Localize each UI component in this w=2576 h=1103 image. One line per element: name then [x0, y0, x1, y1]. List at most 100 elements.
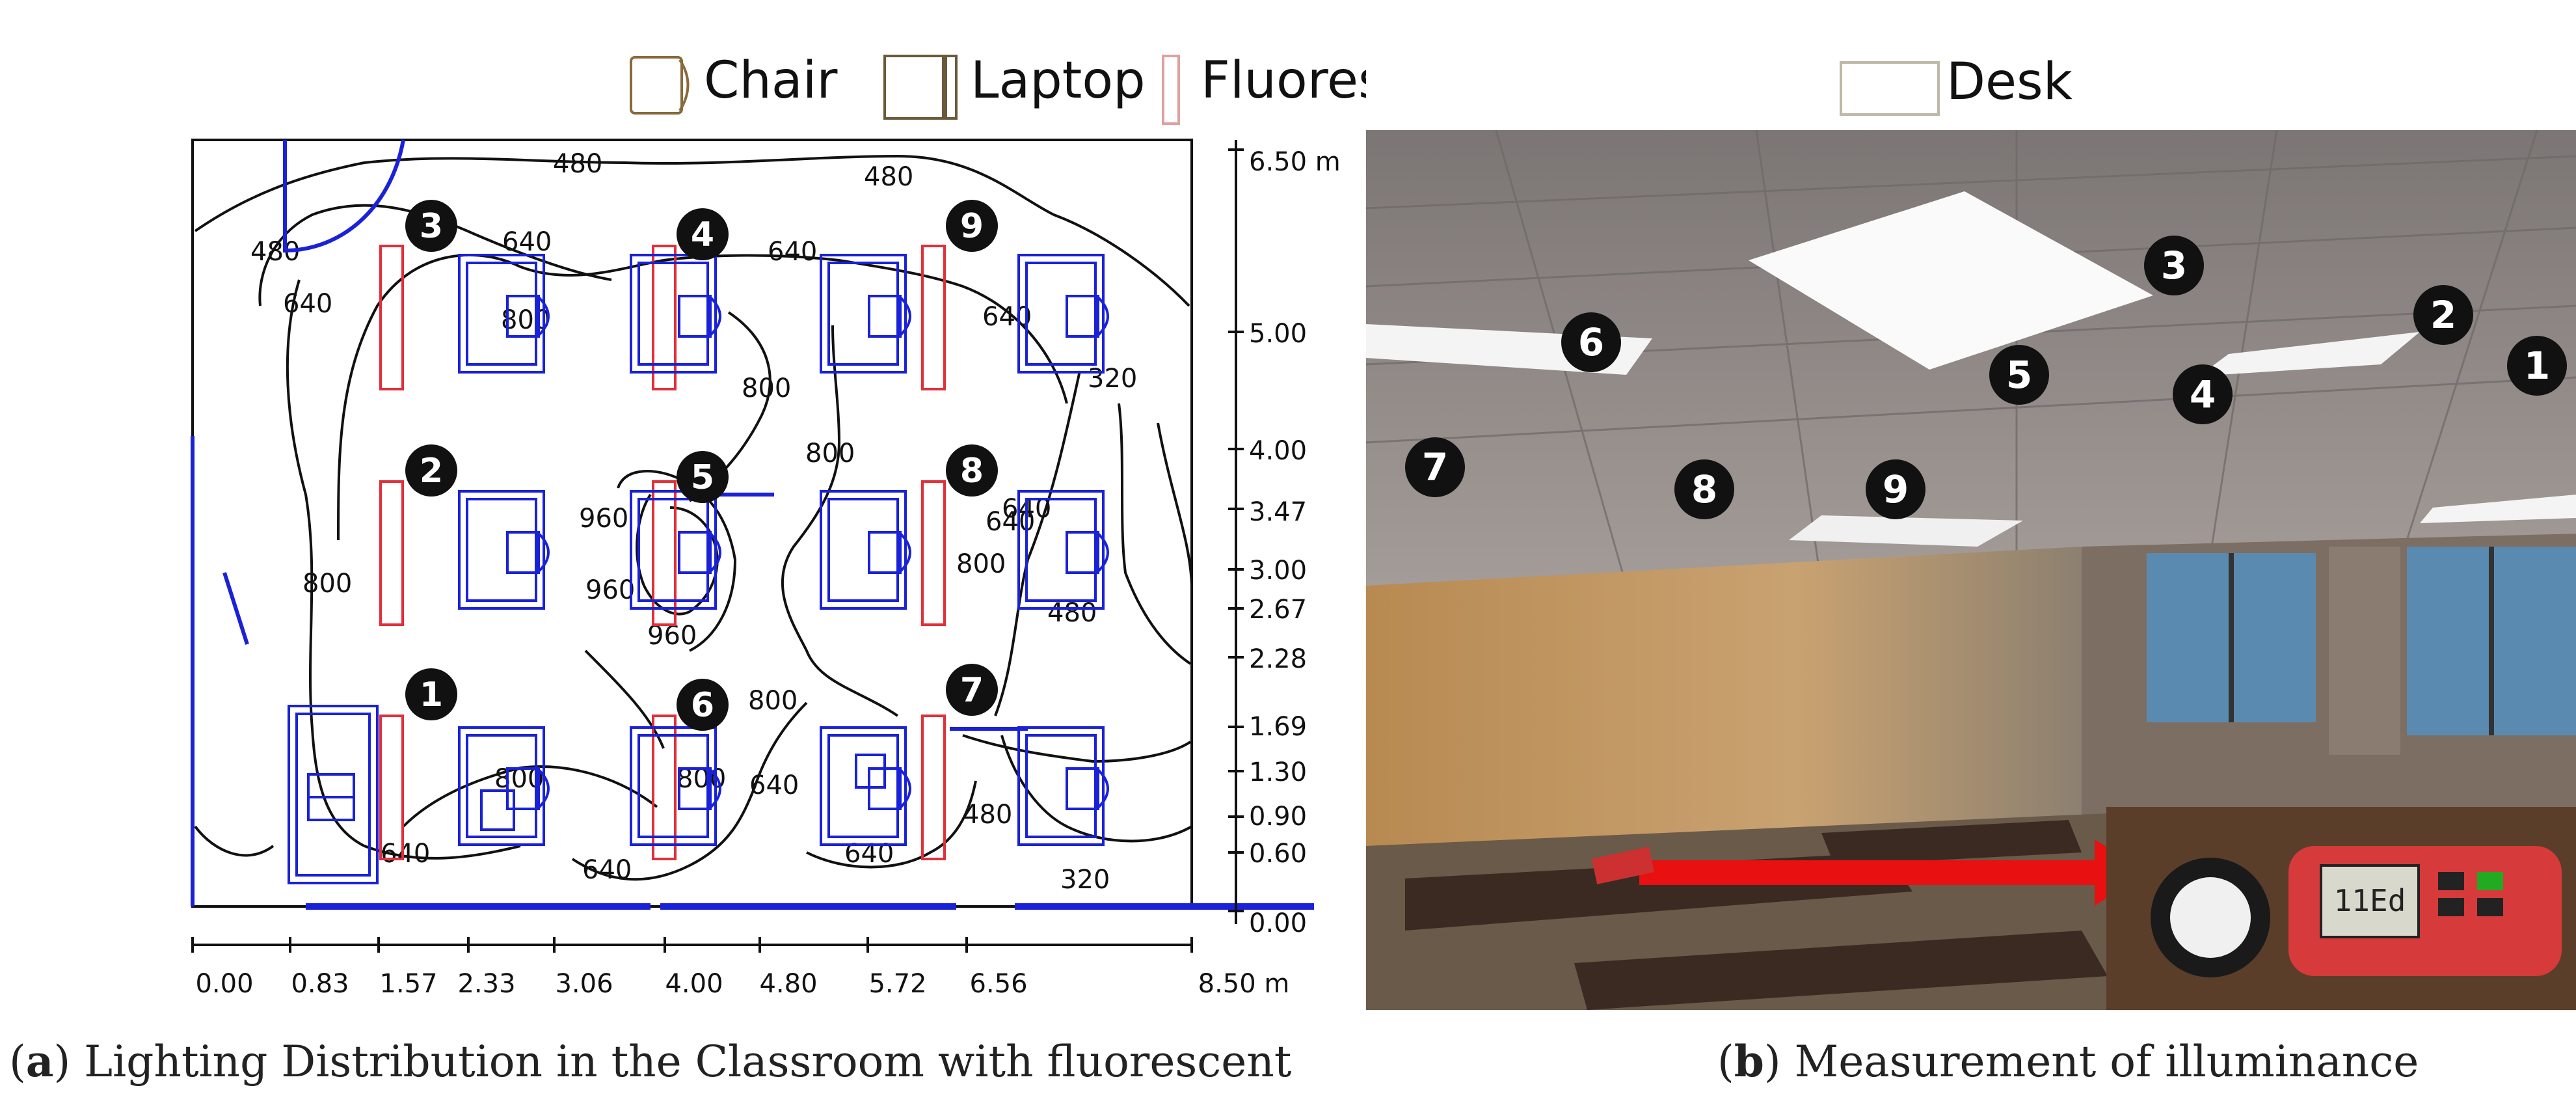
photo-marker: 4 — [2173, 364, 2233, 424]
marker-label: 1 — [420, 675, 443, 715]
fixture-rect — [921, 715, 946, 860]
photo-marker: 9 — [1866, 459, 1925, 519]
legend-chair-label: Chair — [704, 51, 838, 110]
desk-unit — [1017, 490, 1109, 610]
marker-label: 2 — [420, 452, 443, 491]
fixture-rect — [921, 480, 946, 626]
fixture-rect — [652, 480, 677, 626]
desk-unit — [458, 254, 550, 374]
classroom-photo-drawing — [1366, 130, 2576, 1010]
lux-meter-inset: 11Ed — [2106, 807, 2576, 1010]
marker-label: 6 — [691, 686, 714, 725]
desk-unit — [458, 726, 550, 846]
contour-label: 800 — [742, 374, 791, 403]
contour-label: 640 — [844, 839, 894, 869]
marker-label: 7 — [960, 671, 984, 710]
x-axis — [191, 937, 1193, 953]
desks — [288, 254, 1109, 884]
desk-legend: Desk — [1840, 53, 2073, 116]
fixture-rect — [379, 245, 404, 390]
y-tick-label: 6.50 m — [1249, 147, 1341, 177]
caption-b: (b) Measurement of illuminance — [1717, 1036, 2419, 1087]
contour-label: 480 — [553, 149, 602, 179]
contour-label: 320 — [1060, 865, 1110, 895]
fixture-rect — [652, 245, 677, 390]
contour-label: 480 — [963, 800, 1012, 830]
contour-label: 800 — [302, 569, 352, 599]
isolux-contours — [194, 154, 1193, 881]
fixture-rect — [652, 715, 677, 860]
contour-label: 800 — [956, 549, 1006, 579]
x-tick-label: 5.72 — [868, 969, 926, 999]
y-tick-label: 5.00 — [1249, 319, 1307, 349]
photo-marker: 2 — [2413, 285, 2473, 345]
x-tick-label: 2.33 — [457, 969, 515, 999]
y-tick-label: 2.67 — [1249, 595, 1307, 625]
y-tick-label: 0.90 — [1249, 802, 1307, 832]
desk-unit — [630, 490, 721, 610]
contour-label: 640 — [982, 302, 1032, 332]
classroom-photo: 11Ed 3 6 2 1 5 4 7 8 9 — [1366, 130, 2576, 1010]
contour-label: 640 — [582, 855, 632, 885]
fixture-rect — [379, 715, 404, 860]
photo-marker: 3 — [2144, 236, 2204, 295]
marker-label: 4 — [691, 215, 714, 254]
y-axis — [1228, 140, 1244, 924]
marker-label: 8 — [960, 452, 984, 491]
x-tick-label: 8.50 m — [1198, 969, 1290, 999]
x-tick-label: 0.83 — [291, 969, 349, 999]
fixture-legend-icon — [1162, 55, 1180, 125]
fixture-rect — [921, 245, 946, 390]
caption-a-letter: a — [25, 1036, 54, 1087]
contour-label: 800 — [805, 439, 855, 469]
teacher-desk — [288, 705, 379, 884]
x-tick-label: 6.56 — [969, 969, 1027, 999]
desk-unit — [458, 490, 550, 610]
x-tick-label: 4.00 — [665, 969, 723, 999]
contour-label: 480 — [1047, 598, 1097, 628]
photo-marker: 6 — [1561, 312, 1621, 372]
lighting-plan-figure: Chair Laptop Fluorescent tube fixture — [191, 51, 1366, 999]
photo-marker: 1 — [2507, 336, 2567, 396]
legend: Chair Laptop Fluorescent tube fixture — [630, 51, 1366, 125]
chair-legend-icon — [630, 56, 690, 115]
desk-legend-icon — [1840, 61, 1940, 116]
contour-label: 800 — [748, 686, 798, 716]
desk-unit — [630, 254, 721, 374]
marker-label: 9 — [960, 207, 984, 246]
desk-unit — [630, 726, 721, 846]
fixtures — [379, 245, 946, 860]
y-axis-labels: 6.50 m 5.00 4.00 3.47 3.00 2.67 2.28 1.6… — [1249, 147, 1341, 938]
y-tick-label: 1.30 — [1249, 757, 1307, 787]
photo-marker: 5 — [1989, 345, 2049, 405]
contour-label: 640 — [768, 237, 817, 267]
contour-label: 960 — [585, 575, 635, 605]
marker-label: 5 — [691, 458, 714, 497]
fixture-rect — [379, 480, 404, 626]
desk-unit — [1017, 726, 1109, 846]
legend-desk-label: Desk — [1946, 53, 2073, 111]
x-tick-label: 0.00 — [195, 969, 253, 999]
y-tick-label: 0.00 — [1249, 908, 1307, 938]
contour-label: 640 — [749, 770, 799, 800]
caption-b-letter: b — [1734, 1036, 1764, 1087]
x-tick-label: 4.80 — [759, 969, 817, 999]
y-tick-label: 0.60 — [1249, 839, 1307, 869]
caption-a: (a) Lighting Distribution in the Classro… — [9, 1036, 1292, 1087]
y-tick-label: 3.47 — [1249, 497, 1307, 527]
x-axis-labels: 0.00 0.83 1.57 2.33 3.06 4.00 4.80 5.72 … — [195, 969, 1289, 999]
photo-marker: 7 — [1405, 437, 1465, 497]
plan-markers: 1 2 3 4 5 6 7 8 9 — [405, 200, 998, 731]
caption-a-text: Lighting Distribution in the Classroom w… — [84, 1037, 1292, 1087]
meter-display-text: 11Ed — [2334, 883, 2406, 918]
room-features — [191, 139, 1314, 910]
desk-unit — [1017, 254, 1109, 374]
contour-label: 320 — [1088, 364, 1137, 394]
contour-label: 960 — [579, 504, 628, 534]
contour-label: 640 — [502, 227, 552, 257]
y-tick-label: 1.69 — [1249, 712, 1307, 742]
legend-fixture-label: Fluorescent tube fixture — [1201, 51, 1366, 110]
contour-labels: 480 480 480 640 640 640 640 640 640 640 … — [250, 149, 1137, 895]
y-tick-label: 4.00 — [1249, 436, 1307, 466]
laptop-legend-icon — [883, 55, 958, 120]
